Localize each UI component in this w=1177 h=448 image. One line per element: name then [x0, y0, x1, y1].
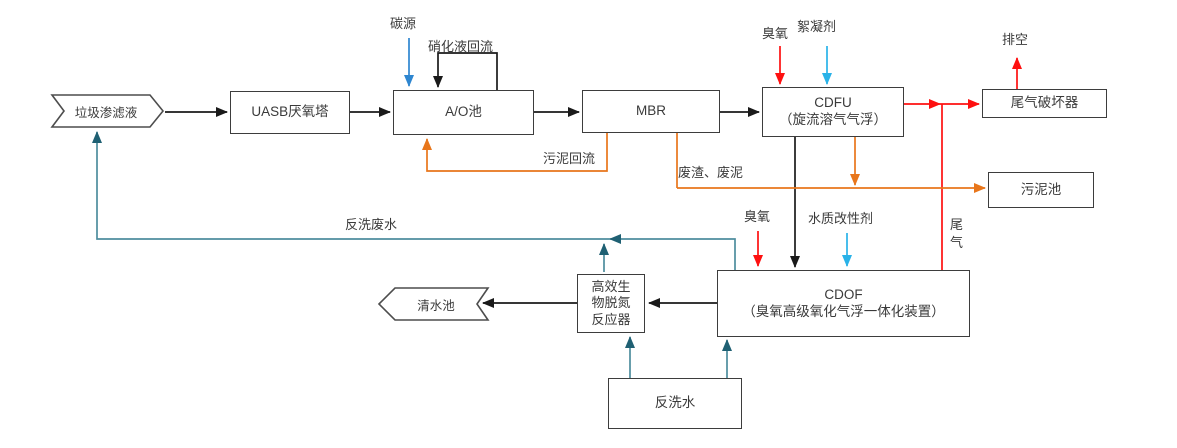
tail-gas-label: 尾气: [950, 217, 964, 250]
flow-cdof-backwash-wastewater: [609, 234, 736, 270]
ao-pool: A/O池: [393, 90, 534, 135]
bio-denitrification-reactor: 高效生 物脱氮 反应器: [577, 274, 645, 333]
nitrification-reflux-label: 硝化液回流: [428, 39, 494, 54]
cdof-subtitle: （臭氧高级氧化气浮一体化装置）: [742, 303, 945, 319]
flow-backwash-wastewater-to-leachate: [92, 131, 610, 240]
clear-water-pool: 清水池: [417, 298, 455, 313]
leachate-inflow: 垃圾渗滤液: [74, 105, 138, 120]
flow-sludge-reflux-mbr-to-ao: [422, 133, 608, 172]
sludge-pool: 污泥池: [988, 172, 1094, 208]
backwash-wastewater-label: 反洗废水: [345, 217, 398, 232]
ozone-cdof-label: 臭氧: [744, 209, 771, 224]
bio-reactor-line2: 物脱氮: [591, 295, 631, 311]
cdfu-subtitle: （旋流溶气气浮）: [779, 112, 887, 127]
cdof-unit: CDOF （臭氧高级氧化气浮一体化装置）: [717, 270, 970, 337]
cdfu-unit: CDFU （旋流溶气气浮）: [762, 87, 904, 137]
leachate-banner-shape: [50, 94, 165, 128]
flocculant-label: 絮凝剂: [797, 19, 837, 34]
cdfu-title: CDFU: [814, 95, 852, 111]
ozone-cdfu-label: 臭氧: [762, 26, 789, 41]
vent-label: 排空: [1002, 32, 1029, 47]
backwash-water-source: 反洗水: [608, 378, 742, 429]
flow-nitrification-reflux-loop: [433, 52, 498, 90]
mbr-unit: MBR: [582, 90, 720, 133]
bio-reactor-line3: 反应器: [591, 311, 631, 327]
cdof-title: CDOF: [824, 286, 863, 302]
tail-gas-destroyer: 尾气破坏器: [982, 89, 1107, 118]
water-modifier-label: 水质改性剂: [808, 211, 874, 226]
bio-reactor-line1: 高效生: [591, 279, 631, 295]
waste-residue-sludge-label: 废渣、废泥: [678, 165, 744, 180]
uasb-anaerobic-tower: UASB厌氧塔: [230, 91, 350, 134]
clear-water-banner-shape: [377, 287, 490, 321]
carbon-source-label: 碳源: [390, 16, 417, 31]
sludge-reflux-label: 污泥回流: [543, 151, 596, 166]
